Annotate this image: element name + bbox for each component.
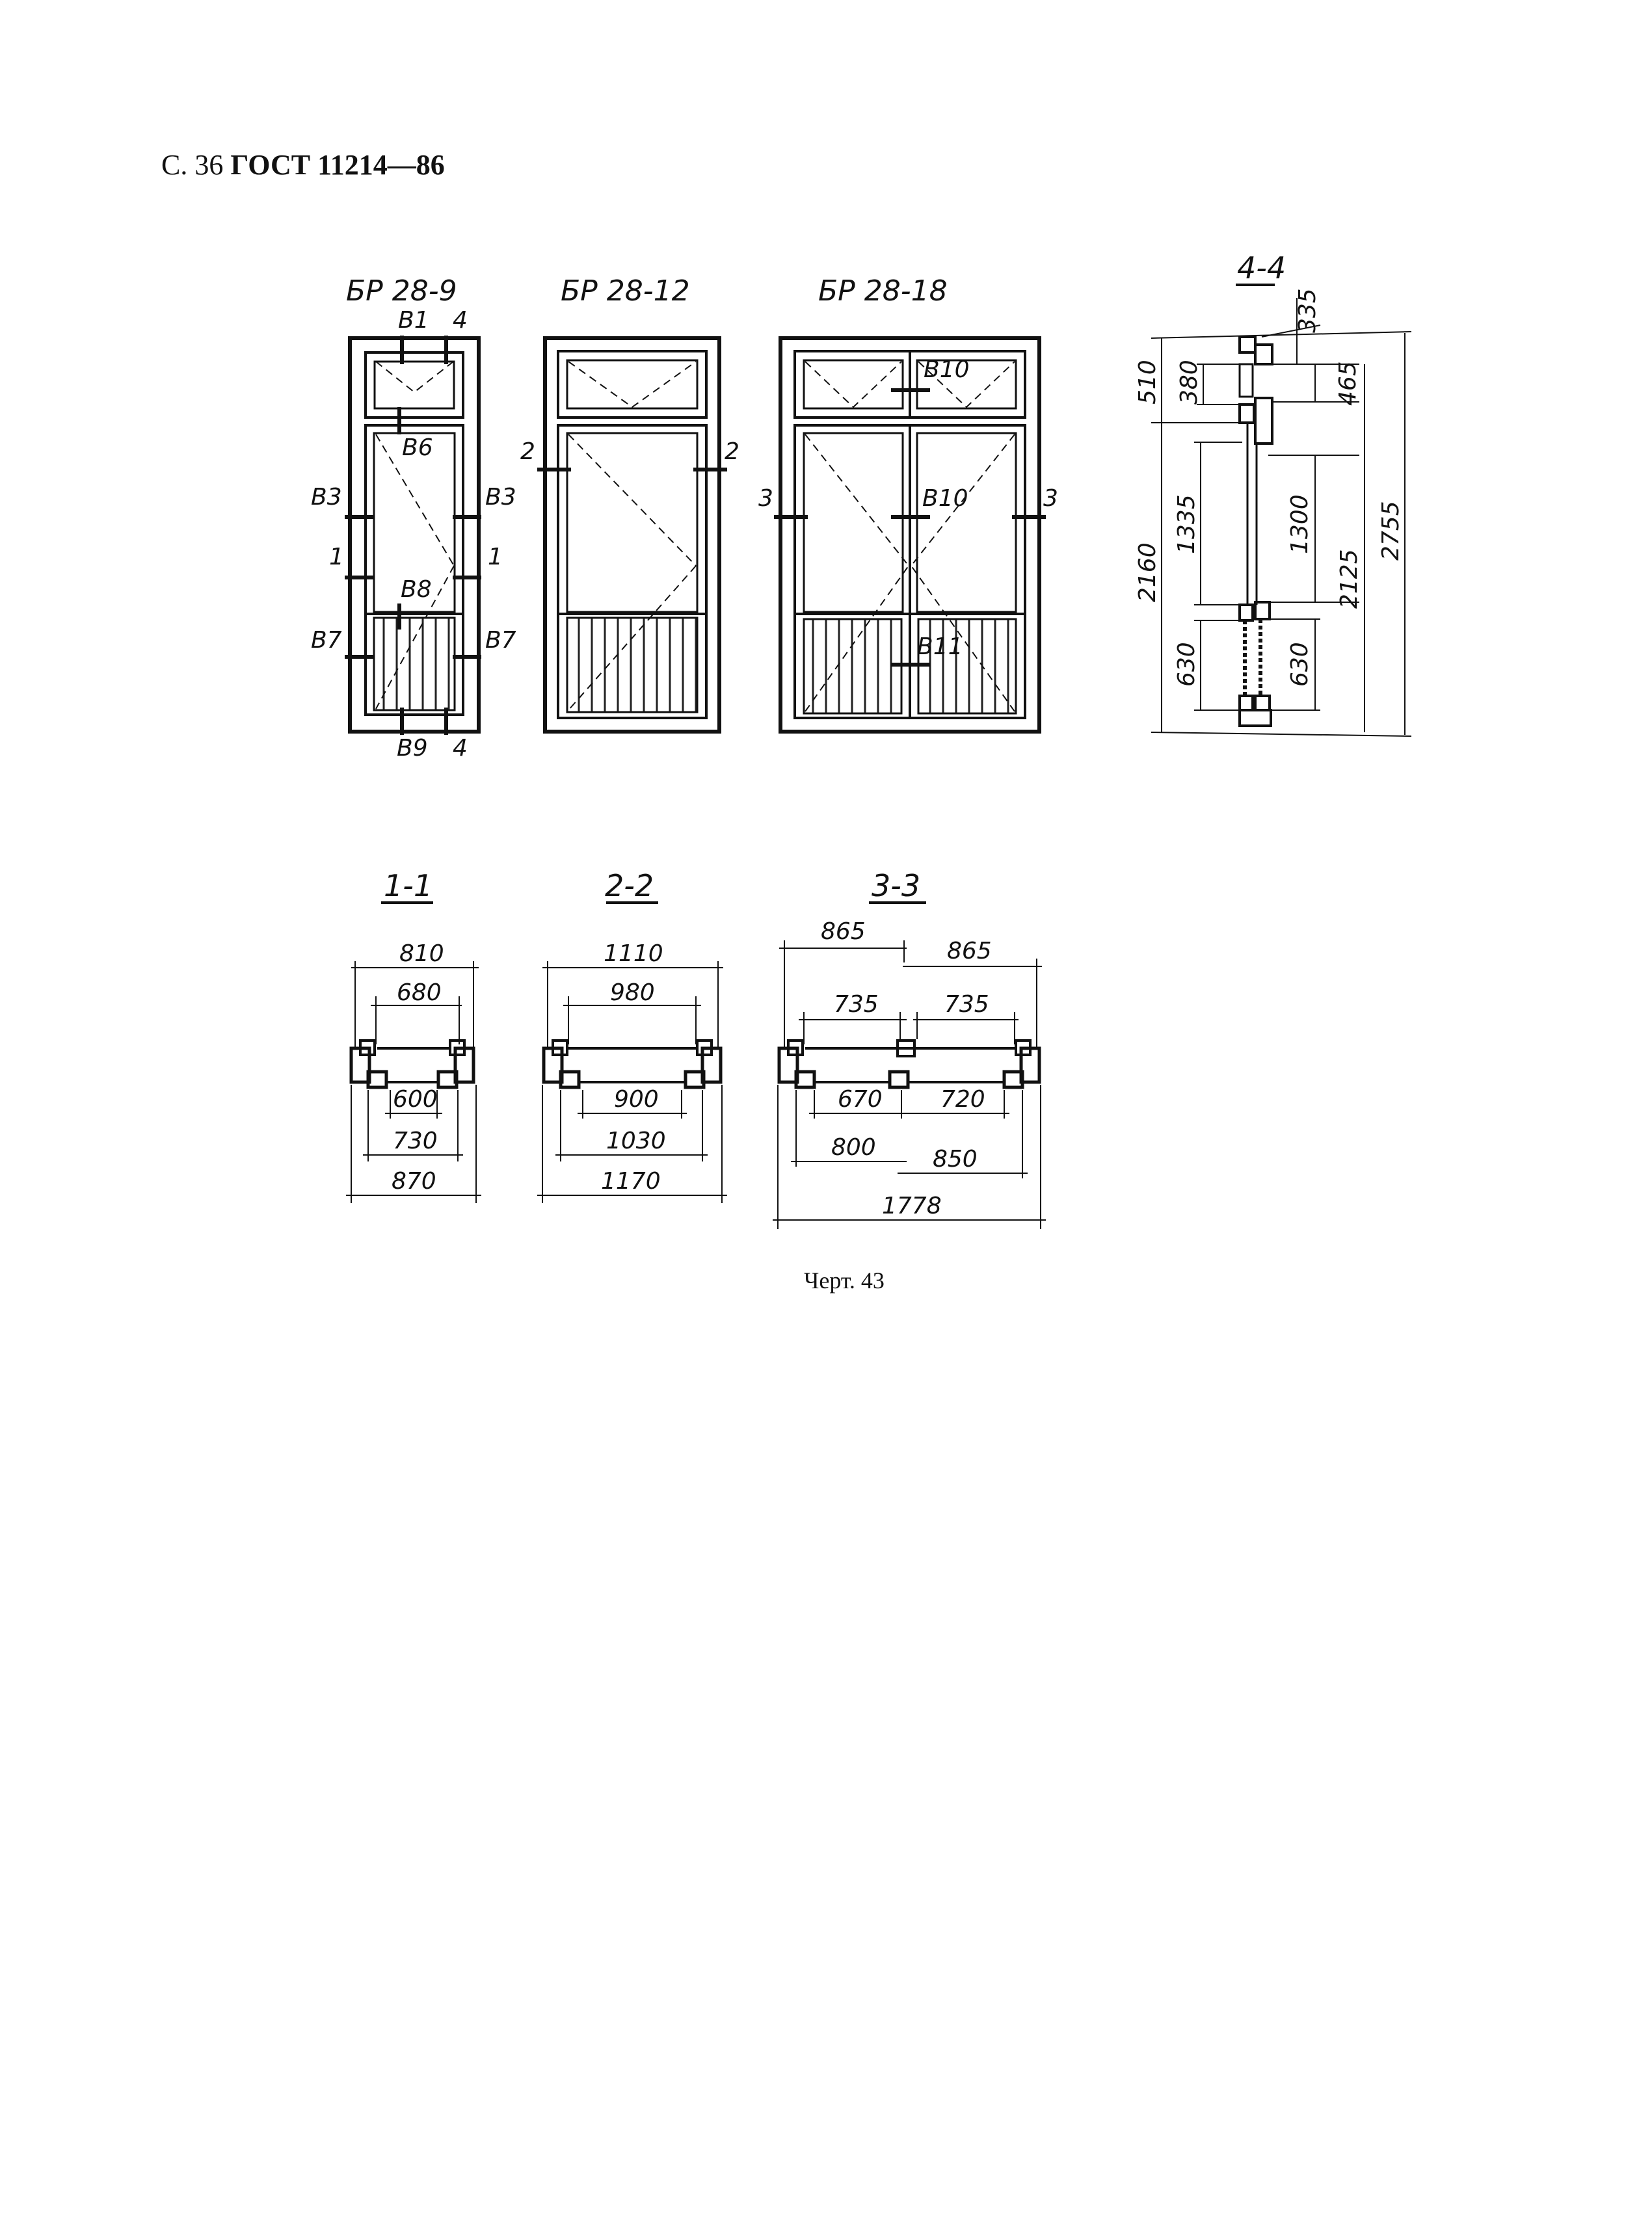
dim-680: 680 <box>397 979 442 1006</box>
dim-335: 335 <box>1294 288 1321 333</box>
dim-865-right: 865 <box>947 938 992 964</box>
section-4-4-drawing <box>1151 284 1412 737</box>
dim-800: 800 <box>831 1134 876 1161</box>
page-header: С. 36 ГОСТ 11214—86 <box>161 148 445 181</box>
label-cut3-left: 3 <box>758 485 773 512</box>
label-cut1-left: 1 <box>329 544 344 570</box>
standard-number: ГОСТ 11214—86 <box>230 149 445 181</box>
label-b11: В11 <box>917 633 963 660</box>
label-b6: В6 <box>402 434 433 461</box>
dim-2160: 2160 <box>1134 542 1161 602</box>
page-number: С. 36 <box>161 149 224 181</box>
dim-1335: 1335 <box>1173 494 1200 554</box>
dim-1170: 1170 <box>601 1168 661 1195</box>
label-cut4-bottom: 4 <box>453 735 468 762</box>
dim-720: 720 <box>940 1086 985 1113</box>
dim-810: 810 <box>399 940 444 967</box>
dim-465: 465 <box>1335 361 1361 406</box>
dim-510: 510 <box>1134 360 1161 404</box>
label-b3-left: В3 <box>311 484 342 511</box>
dim-730: 730 <box>393 1128 438 1154</box>
elevation-br28-12 <box>537 336 727 734</box>
dim-670: 670 <box>838 1086 883 1113</box>
dim-735-left: 735 <box>834 991 879 1018</box>
label-b10-top: В10 <box>924 356 970 383</box>
dim-865-left: 865 <box>821 918 866 945</box>
title-br28-18: БР 28-18 <box>818 274 948 308</box>
title-br28-9: БР 28-9 <box>346 274 457 308</box>
dim-1030: 1030 <box>606 1128 666 1154</box>
dim-380: 380 <box>1176 360 1203 404</box>
dim-630-left: 630 <box>1173 642 1200 687</box>
section-2-2-drawing <box>537 901 727 1203</box>
label-b9: В9 <box>397 735 428 762</box>
label-cut3-right: 3 <box>1043 485 1058 512</box>
title-section-4-4: 4-4 <box>1237 250 1286 285</box>
label-cut2-right: 2 <box>725 438 739 465</box>
dim-600: 600 <box>393 1086 438 1113</box>
section-3-3-drawing <box>773 901 1046 1229</box>
label-b7-right: В7 <box>485 627 516 654</box>
label-b7-left: В7 <box>311 627 342 654</box>
label-cut2-left: 2 <box>520 438 535 465</box>
label-cut1-right: 1 <box>488 544 503 570</box>
dim-900: 900 <box>614 1086 659 1113</box>
dim-630-right: 630 <box>1286 642 1313 687</box>
label-b1: В1 <box>398 307 429 334</box>
dim-980: 980 <box>610 979 655 1006</box>
dim-1300: 1300 <box>1286 494 1313 554</box>
section-1-1-drawing <box>346 901 481 1203</box>
dim-870: 870 <box>392 1168 436 1195</box>
label-b8: В8 <box>401 576 432 603</box>
label-b10-mid: В10 <box>922 485 968 512</box>
dim-1110: 1110 <box>604 940 663 967</box>
figure-caption: Черт. 43 <box>804 1267 885 1293</box>
title-section-3-3: 3-3 <box>872 868 920 903</box>
dim-1778: 1778 <box>882 1193 942 1219</box>
title-br28-12: БР 28-12 <box>561 274 690 308</box>
dim-735-right: 735 <box>944 991 989 1018</box>
elevation-br28-18 <box>774 336 1046 734</box>
dim-850: 850 <box>933 1146 978 1173</box>
label-cut4-top: 4 <box>453 307 468 334</box>
dim-2755: 2755 <box>1378 501 1404 561</box>
label-b3-right: В3 <box>485 484 516 511</box>
title-section-2-2: 2-2 <box>605 868 654 903</box>
elevation-br28-9 <box>345 336 481 735</box>
title-section-1-1: 1-1 <box>384 868 433 903</box>
dim-2125: 2125 <box>1336 549 1363 609</box>
